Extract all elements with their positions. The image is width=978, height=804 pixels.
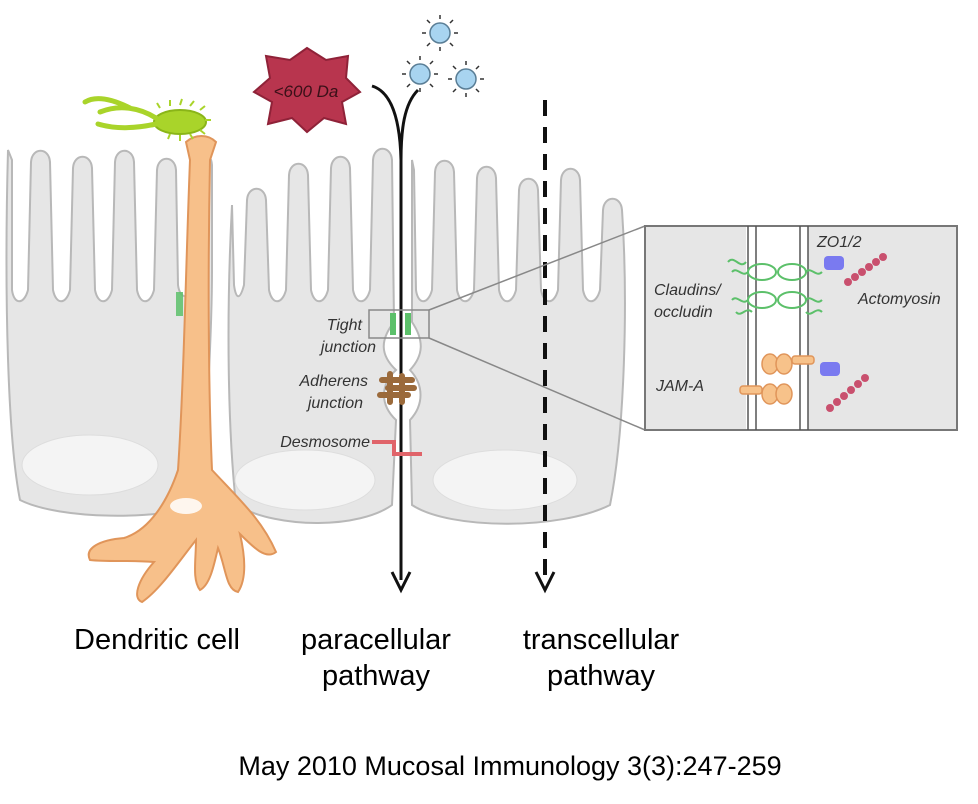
- transcellular-caption-line2: pathway: [546, 660, 655, 692]
- transcellular-caption: transcellular pathway: [496, 622, 706, 694]
- tight-junction-label-1: Tight: [327, 317, 363, 334]
- particle-icon: [448, 61, 484, 97]
- tight-junction-label-2: junction: [319, 339, 376, 356]
- middle-epithelial-cell: [227, 147, 398, 524]
- paracellular-arrow: [371, 84, 420, 594]
- middle-cell-nucleus: [234, 449, 376, 511]
- desmosome-marker: [372, 440, 422, 456]
- dendritic-cell: [87, 135, 278, 604]
- adherens-junction-label-1: Adherens: [299, 373, 369, 390]
- jam-a-protein: [739, 353, 815, 405]
- paracellular-caption-line1: paracellular: [301, 624, 451, 656]
- bacterium-icon: [82, 96, 211, 141]
- particle-icon: [402, 56, 438, 92]
- left-epithelial-cell: [5, 149, 213, 517]
- jam-a-label: JAM-A: [655, 378, 704, 395]
- claudins-label-1: Claudins/: [654, 282, 722, 299]
- zoom-line-bottom: [428, 337, 646, 431]
- right-cell-nucleus: [432, 449, 578, 511]
- left-tight-junction: [176, 292, 183, 316]
- claudin-proteins: [727, 258, 823, 315]
- small-molecule-icon: <600 Da: [252, 46, 362, 134]
- transcellular-caption-line1: transcellular: [522, 624, 680, 656]
- citation: May 2010 Mucosal Immunology 3(3):247-259: [180, 748, 840, 784]
- zo-label: ZO1/2: [816, 234, 862, 251]
- transcellular-arrow: [534, 100, 556, 594]
- dendritic-cell-caption-text: Dendritic cell: [74, 624, 240, 656]
- citation-text: May 2010 Mucosal Immunology 3(3):247-259: [238, 751, 782, 781]
- dendritic-cell-caption: Dendritic cell: [52, 622, 262, 658]
- tight-junction-box: [368, 309, 430, 339]
- desmosome-label: Desmosome: [280, 434, 370, 451]
- adherens-junction-marker: [377, 371, 417, 405]
- particle-icon: ·: [422, 15, 458, 51]
- junction-inset: ZO1/2 Claudins/ occludin Actomyosin JAM-…: [644, 225, 958, 431]
- actomyosin-label: Actomyosin: [857, 291, 941, 308]
- adherens-junction-label-2: junction: [306, 395, 363, 412]
- zo-protein: [824, 256, 844, 270]
- paracellular-caption: paracellular pathway: [276, 622, 476, 694]
- left-cell-nucleus: [21, 434, 159, 496]
- actomyosin-filament: [826, 253, 887, 412]
- claudins-label-2: occludin: [654, 304, 713, 321]
- right-epithelial-cell: [408, 159, 626, 525]
- paracellular-caption-line2: pathway: [321, 660, 430, 692]
- molecule-size-label: <600 Da: [274, 82, 339, 101]
- particle-icons: ·: [402, 15, 484, 97]
- dendritic-nucleus: [170, 498, 202, 514]
- zoom-line-top: [428, 225, 646, 311]
